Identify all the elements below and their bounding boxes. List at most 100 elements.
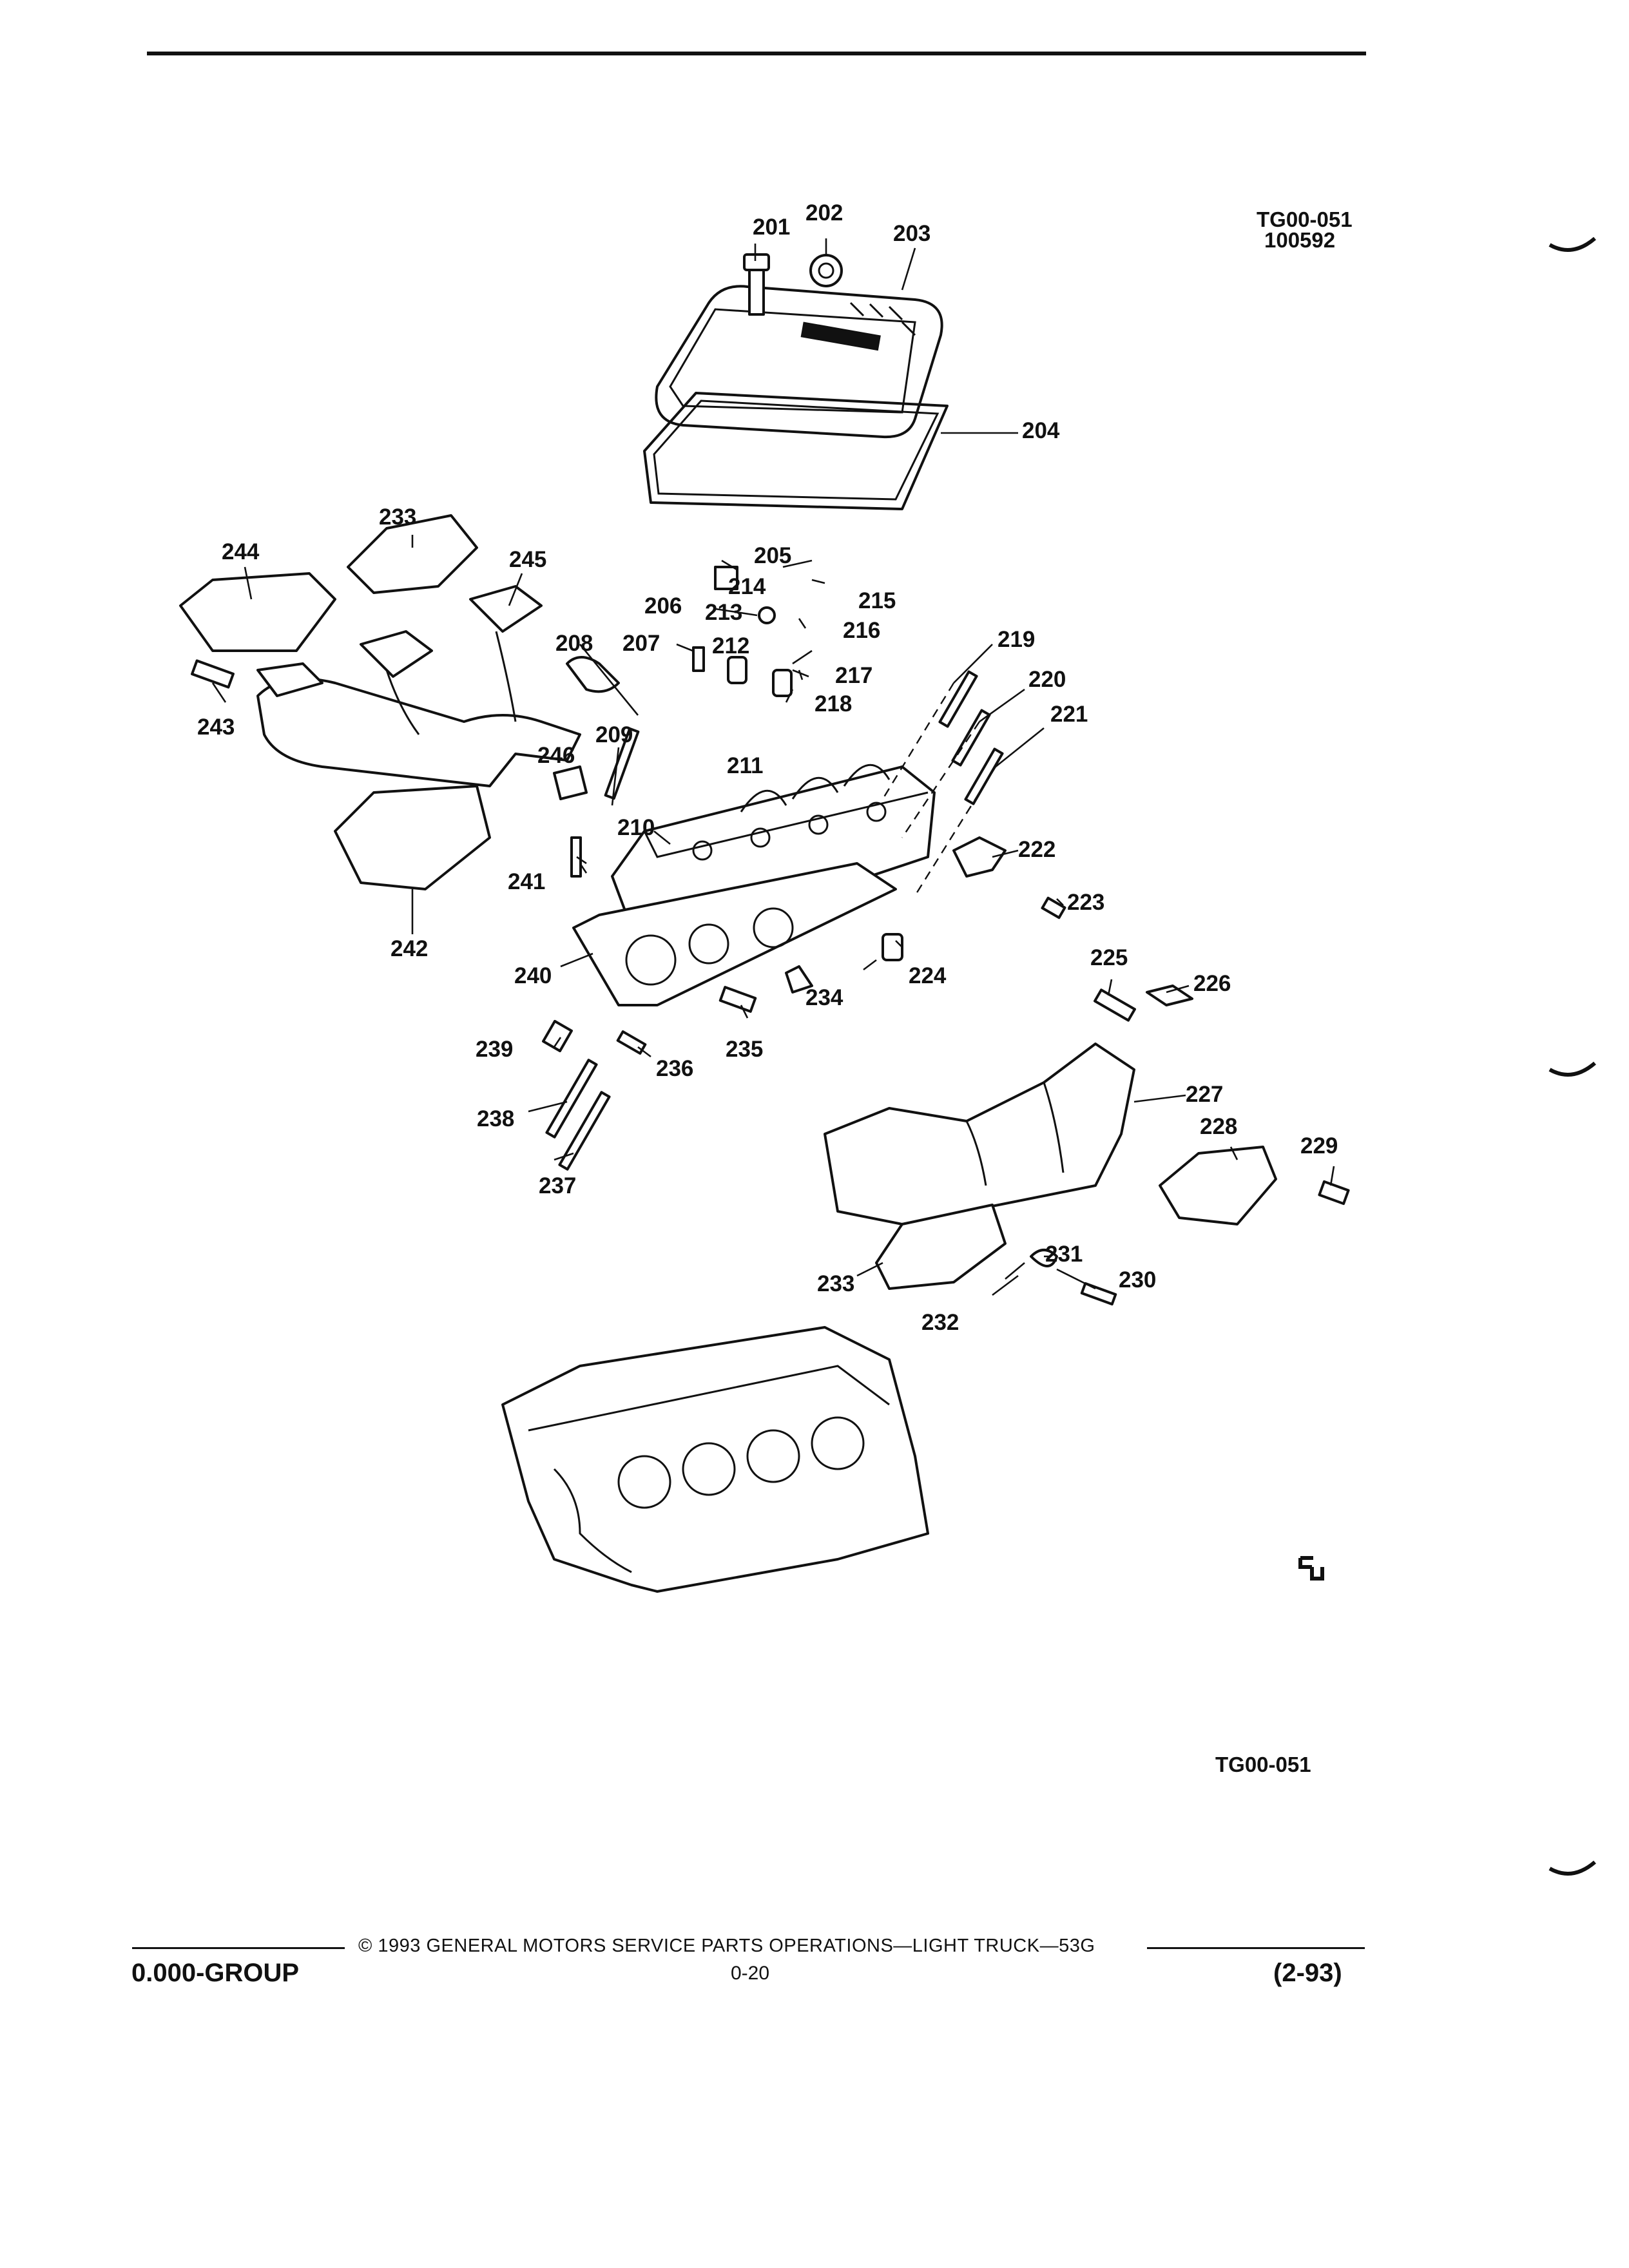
callout-238: 238 (477, 1106, 514, 1131)
bracket-222 (952, 836, 1007, 878)
callout-201: 201 (753, 215, 790, 240)
callout-202: 202 (805, 200, 843, 226)
engine-block (501, 1326, 929, 1593)
oil-cap (809, 254, 843, 287)
callout-214: 214 (728, 574, 766, 599)
callout-231: 231 (1045, 1242, 1083, 1267)
callout-245: 245 (509, 547, 546, 572)
callout-210: 210 (617, 815, 655, 840)
corner-glyph (1298, 1556, 1324, 1581)
callout-241: 241 (508, 869, 545, 894)
callout-221: 221 (1050, 702, 1088, 727)
valve-237 (558, 1091, 611, 1171)
callout-223: 223 (1067, 890, 1104, 915)
margin-mark-3 (1548, 1860, 1596, 1876)
callout-209: 209 (595, 722, 633, 747)
valve-cover-gasket (643, 392, 949, 510)
callout-203: 203 (893, 221, 930, 246)
rocker-arm (566, 656, 620, 693)
callout-225: 225 (1090, 945, 1128, 970)
footer-copyright: © 1993 GENERAL MOTORS SERVICE PARTS OPER… (358, 1936, 1095, 1956)
callout-213: 213 (705, 600, 742, 625)
spring-239 (542, 1019, 573, 1053)
callout-224: 224 (909, 963, 947, 988)
right-exhaust-manifold (824, 1043, 1135, 1225)
heat-shield-233-upper (347, 514, 478, 594)
stud-241 (570, 836, 582, 878)
callout-220: 220 (1028, 667, 1066, 692)
footer-page-number: 0-20 (731, 1963, 770, 1984)
callout-235: 235 (726, 1037, 763, 1062)
callout-211: 211 (727, 753, 763, 778)
callout-230: 230 (1119, 1267, 1156, 1293)
figure-ref-code: TG00-051 (1257, 207, 1353, 231)
callout-242: 242 (390, 936, 428, 961)
callout-212: 212 (712, 633, 749, 658)
footer-rule-left (132, 1947, 345, 1949)
valve-spring-2 (772, 669, 793, 697)
callout-206: 206 (644, 593, 682, 619)
callout-216: 216 (843, 618, 880, 643)
sensor-243 (191, 659, 235, 689)
callout-246: 246 (537, 743, 575, 768)
valve-spring (727, 656, 747, 684)
margin-mark-1 (1548, 236, 1596, 252)
bracket-246 (553, 765, 588, 800)
figure-ref-date: 100592 (1264, 228, 1336, 252)
heat-shield-228 (1159, 1146, 1277, 1225)
rocker-ball (758, 606, 776, 624)
bolt-229 (1318, 1180, 1350, 1206)
heat-shield-upper (179, 572, 336, 652)
callout-208: 208 (555, 631, 593, 656)
valve-cover (655, 285, 943, 439)
heat-shield-lower (334, 785, 491, 890)
callout-215: 215 (858, 588, 896, 613)
clip-231 (1030, 1249, 1058, 1267)
heat-shield-233-lower (875, 1204, 1007, 1290)
footer-group: 0.000-GROUP (131, 1959, 300, 1987)
rocker-nut (714, 566, 738, 590)
callout-236: 236 (656, 1056, 693, 1081)
callout-239: 239 (476, 1037, 513, 1062)
plug-224 (882, 933, 903, 961)
sensor-235 (718, 986, 757, 1013)
callout-233-upper: 233 (379, 505, 416, 530)
callout-244: 244 (222, 539, 260, 564)
callout-222: 222 (1018, 837, 1055, 862)
callout-207: 207 (622, 631, 660, 656)
plug-shield (1146, 985, 1193, 1006)
callout-243: 243 (197, 715, 235, 740)
callout-240: 240 (514, 963, 552, 988)
callout-229: 229 (1300, 1133, 1338, 1158)
margin-mark-2 (1548, 1061, 1596, 1077)
top-rule (147, 52, 1366, 55)
footer-rule-right (1147, 1947, 1365, 1949)
callout-234: 234 (805, 985, 843, 1010)
fitting-234 (785, 965, 813, 994)
figure-bottom-code: TG00-051 (1215, 1753, 1311, 1776)
head-bolt-221 (964, 747, 1004, 805)
callout-205: 205 (754, 543, 791, 568)
callout-233-lower: 233 (817, 1271, 854, 1296)
head-gasket (572, 862, 897, 1006)
left-exhaust-manifold (256, 585, 581, 787)
spark-plug (1094, 988, 1136, 1022)
bolt-223 (1041, 896, 1066, 919)
callout-218: 218 (815, 691, 852, 716)
callout-226: 226 (1193, 971, 1231, 996)
head-bolt-219 (938, 670, 978, 728)
callout-227: 227 (1186, 1082, 1223, 1107)
callout-232: 232 (921, 1310, 959, 1335)
valve-238 (545, 1059, 598, 1139)
callout-217: 217 (835, 663, 872, 688)
footer-revision: (2-93) (1273, 1959, 1342, 1987)
callout-219: 219 (998, 627, 1035, 652)
callout-237: 237 (539, 1173, 576, 1198)
bolt-230 (1080, 1282, 1117, 1306)
rocker-stud (692, 646, 705, 672)
callout-204: 204 (1022, 418, 1060, 443)
breather-tube (743, 253, 770, 316)
callout-228: 228 (1200, 1114, 1237, 1139)
